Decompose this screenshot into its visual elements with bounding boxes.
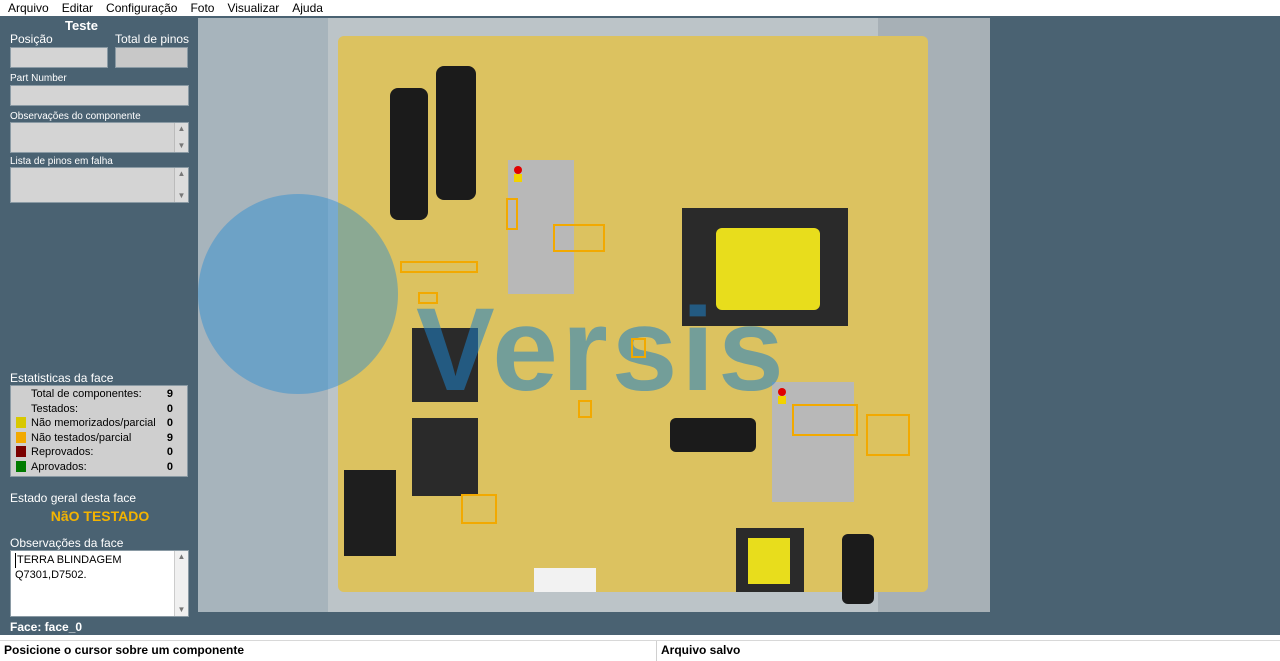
scroll-up-icon[interactable]: ▲ bbox=[177, 169, 186, 178]
menu-visualizar[interactable]: Visualizar bbox=[227, 1, 280, 15]
stat-label: Total de componentes: bbox=[31, 388, 142, 400]
stat-value: 0 bbox=[166, 403, 173, 415]
stat-value: 0 bbox=[166, 417, 173, 429]
stat-label: Reprovados: bbox=[31, 446, 94, 458]
transformer-coil bbox=[716, 228, 820, 310]
heatsink bbox=[508, 160, 574, 294]
component-highlight[interactable] bbox=[418, 292, 438, 304]
marker-arrow-icon bbox=[778, 396, 786, 404]
marker-arrow-icon bbox=[514, 174, 522, 182]
failed-pins-label: Lista de pinos em falha bbox=[10, 156, 113, 167]
part-number-label: Part Number bbox=[10, 73, 67, 84]
stat-label: Não testados/parcial bbox=[31, 432, 132, 444]
component-highlight[interactable] bbox=[461, 494, 497, 524]
stat-label: Não memorizados/parcial bbox=[31, 417, 156, 429]
stats-box: Total de componentes: 9 Testados: 0 Não … bbox=[10, 385, 188, 477]
face-label: Face: face_0 bbox=[10, 620, 83, 634]
component-highlight[interactable] bbox=[792, 404, 858, 436]
orange-swatch-icon bbox=[16, 432, 26, 443]
scroll-up-icon[interactable]: ▲ bbox=[177, 124, 186, 133]
connector bbox=[534, 568, 596, 592]
scrollbar[interactable]: ▲ ▼ bbox=[174, 168, 188, 202]
scrollbar[interactable]: ▲ ▼ bbox=[174, 551, 188, 616]
transformer-coil bbox=[748, 538, 790, 584]
component-highlight[interactable] bbox=[506, 198, 518, 230]
stat-row: Total de componentes: 9 bbox=[11, 387, 187, 401]
stat-row: Não testados/parcial 9 bbox=[11, 431, 187, 445]
marker-dot-icon bbox=[514, 166, 522, 174]
pcb-image bbox=[338, 36, 928, 604]
stat-row: Reprovados: 0 bbox=[11, 445, 187, 459]
component-notes-label: Observações do componente bbox=[10, 111, 141, 122]
component-highlight[interactable] bbox=[866, 414, 910, 456]
menu-bar: Arquivo Editar Configuração Foto Visuali… bbox=[0, 0, 1280, 16]
status-divider bbox=[656, 641, 657, 661]
menu-arquivo[interactable]: Arquivo bbox=[8, 1, 49, 15]
scroll-down-icon[interactable]: ▼ bbox=[177, 191, 186, 200]
board-image-viewer[interactable]: Versis bbox=[198, 18, 990, 612]
stat-value: 9 bbox=[166, 432, 173, 444]
capacitor bbox=[436, 66, 476, 200]
scroll-down-icon[interactable]: ▼ bbox=[177, 605, 186, 614]
menu-configuracao[interactable]: Configuração bbox=[106, 1, 178, 15]
part-number-field[interactable] bbox=[10, 85, 189, 106]
red-swatch-icon bbox=[16, 446, 26, 457]
stats-title: Estatisticas da face bbox=[10, 371, 114, 385]
scroll-down-icon[interactable]: ▼ bbox=[177, 141, 186, 150]
state-label: Estado geral desta face bbox=[10, 491, 137, 505]
stat-row: Não memorizados/parcial 0 bbox=[11, 416, 187, 430]
menu-foto[interactable]: Foto bbox=[190, 1, 215, 15]
power-connector bbox=[344, 470, 396, 556]
total-pins-label: Total de pinos bbox=[115, 32, 190, 46]
capacitor bbox=[842, 534, 874, 604]
position-label: Posição bbox=[10, 32, 53, 46]
stat-label: Testados: bbox=[31, 403, 79, 415]
inductor bbox=[412, 328, 478, 402]
component-highlight[interactable] bbox=[631, 338, 646, 358]
state-value: NãO TESTADO bbox=[50, 508, 150, 524]
watermark-logo: Versis bbox=[416, 284, 788, 416]
face-notes-text: TERRA BLINDAGEM Q7301,D7502. bbox=[15, 553, 122, 583]
left-panel: Teste Posição Total de pinos Part Number… bbox=[0, 16, 196, 635]
capacitor bbox=[670, 418, 756, 452]
stat-row: Testados: 0 bbox=[11, 402, 187, 416]
stat-value: 9 bbox=[166, 388, 173, 400]
stat-row: Aprovados: 0 bbox=[11, 460, 187, 474]
logo-circle-icon bbox=[198, 194, 398, 394]
capacitor bbox=[390, 88, 428, 220]
status-bar: Posicione o cursor sobre um componente A… bbox=[0, 640, 1280, 661]
menu-ajuda[interactable]: Ajuda bbox=[292, 1, 323, 15]
total-pins-field[interactable] bbox=[115, 47, 188, 68]
save-status: Arquivo salvo bbox=[661, 643, 741, 657]
green-swatch-icon bbox=[16, 461, 26, 472]
component-highlight[interactable] bbox=[553, 224, 605, 252]
failed-pins-field[interactable]: ▲ ▼ bbox=[10, 167, 189, 203]
face-notes-line: TERRA BLINDAGEM bbox=[15, 553, 122, 568]
face-notes-field[interactable]: TERRA BLINDAGEM Q7301,D7502. ▲ ▼ bbox=[10, 550, 189, 617]
inductor bbox=[412, 418, 478, 496]
position-field[interactable] bbox=[10, 47, 108, 68]
face-notes-line: Q7301,D7502. bbox=[15, 569, 87, 581]
component-highlight[interactable] bbox=[400, 261, 478, 273]
stat-label: Aprovados: bbox=[31, 461, 87, 473]
face-notes-label: Observações da face bbox=[10, 536, 124, 550]
status-message: Posicione o cursor sobre um componente bbox=[4, 643, 245, 657]
component-highlight[interactable] bbox=[578, 400, 592, 418]
panel-title: Teste bbox=[65, 18, 98, 33]
yellow-swatch-icon bbox=[16, 417, 26, 428]
board-photo: Versis bbox=[198, 18, 990, 612]
scrollbar[interactable]: ▲ ▼ bbox=[174, 123, 188, 152]
stat-value: 0 bbox=[166, 446, 173, 458]
marker-dot-icon bbox=[778, 388, 786, 396]
component-notes-field[interactable]: ▲ ▼ bbox=[10, 122, 189, 153]
main-area: Teste Posição Total de pinos Part Number… bbox=[0, 16, 1280, 635]
stat-value: 0 bbox=[166, 461, 173, 473]
menu-editar[interactable]: Editar bbox=[61, 1, 94, 15]
scroll-up-icon[interactable]: ▲ bbox=[177, 552, 186, 561]
